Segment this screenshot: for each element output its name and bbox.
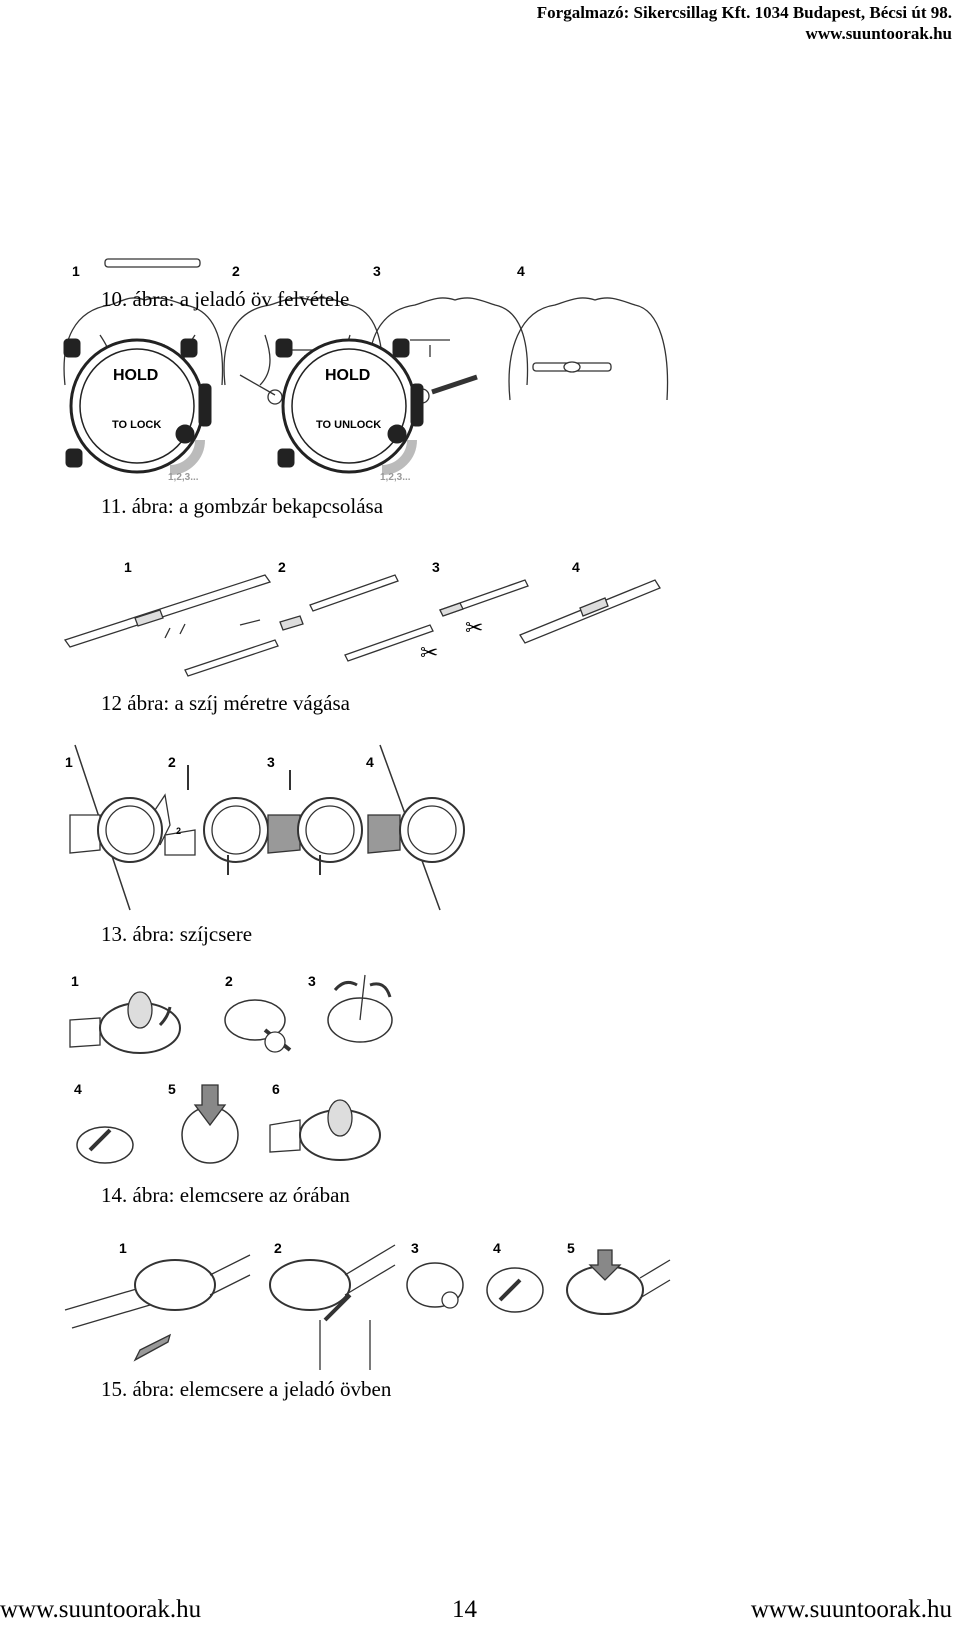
fig10-step-2: 2 <box>232 263 240 279</box>
fig12-step-4: 4 <box>572 559 580 575</box>
fig14-step-3: 3 <box>308 973 316 989</box>
header-website: www.suuntoorak.hu <box>805 24 952 43</box>
distributor-line: Forgalmazó: Sikercsillag Kft. 1034 Budap… <box>536 3 952 22</box>
battery-step-3 <box>327 974 393 1043</box>
svg-text:✂: ✂ <box>420 640 438 665</box>
footer-website-left: www.suuntoorak.hu <box>0 1596 202 1623</box>
fig15-step-4: 4 <box>493 1240 501 1256</box>
fig12-step-1: 1 <box>124 559 132 575</box>
transmitter-step-2 <box>269 1244 396 1370</box>
figure-12-caption: 12 ábra: a szíj méretre vágása <box>101 691 350 715</box>
fig10-step-1: 1 <box>72 263 80 279</box>
battery-step-4 <box>76 1126 134 1164</box>
fig14-step-5: 5 <box>168 1081 176 1097</box>
watch-unlock-line1: HOLD <box>325 367 371 384</box>
fig15-step-1: 1 <box>119 1240 127 1256</box>
watch-lock-line1: HOLD <box>113 367 159 384</box>
fig14-step-2: 2 <box>225 973 233 989</box>
transmitter-step-3 <box>406 1262 464 1309</box>
strap-swap-1 <box>69 744 171 911</box>
watch-unlock <box>275 338 424 475</box>
fig13-step-2: 2 <box>168 754 176 770</box>
page-header: Forgalmazó: Sikercsillag Kft. 1034 Budap… <box>537 2 952 44</box>
strap-step-3: ✂ ✂ <box>344 579 529 665</box>
battery-step-2 <box>224 999 292 1053</box>
watch-lock-line2: TO LOCK <box>112 419 162 431</box>
strap-swap-2 <box>164 765 269 875</box>
figure-14-caption: 14. ábra: elemcsere az órában <box>101 1183 350 1207</box>
figure-11-illustration <box>63 338 424 475</box>
watch-lock <box>63 338 212 475</box>
figure-15-illustration <box>64 1244 671 1370</box>
transmitter-step-5 <box>566 1249 671 1315</box>
page-number: 14 <box>452 1596 477 1623</box>
battery-step-6 <box>269 1099 381 1161</box>
figure-12-illustration: ✂ ✂ <box>63 574 661 677</box>
figure-10-caption: 10. ábra: a jeladó öv felvétele <box>101 287 350 311</box>
transmitter-step-4 <box>486 1267 544 1313</box>
footer-website-right: www.suuntoorak.hu <box>750 1596 952 1623</box>
watch-lock-count: 1,2,3... <box>168 472 199 483</box>
watch-unlock-count: 1,2,3... <box>380 472 411 483</box>
fig13-step-4: 4 <box>366 754 374 770</box>
fig15-step-2: 2 <box>274 1240 282 1256</box>
figure-15-caption: 15. ábra: elemcsere a jeladó övben <box>101 1377 392 1401</box>
fig10-step-4: 4 <box>517 263 525 279</box>
svg-text:✂: ✂ <box>465 615 483 640</box>
fig10-step-3: 3 <box>373 263 381 279</box>
torso-4 <box>508 297 669 401</box>
fig12-step-2: 2 <box>278 559 286 575</box>
fig12-step-3: 3 <box>432 559 440 575</box>
fig13-inset-label: 2 <box>176 826 182 836</box>
battery-step-1 <box>69 991 181 1054</box>
fig14-step-4: 4 <box>74 1081 82 1097</box>
watch-unlock-line2: TO UNLOCK <box>316 419 382 431</box>
strap-swap-4 <box>367 744 465 911</box>
strap-step-1 <box>63 574 272 648</box>
fig14-step-6: 6 <box>272 1081 280 1097</box>
fig13-step-1: 1 <box>65 754 73 770</box>
fig15-step-5: 5 <box>567 1240 575 1256</box>
battery-step-5 <box>181 1084 239 1164</box>
figure-14-illustration <box>69 974 393 1164</box>
strap-step-4 <box>519 579 661 644</box>
strap-step-2 <box>184 574 399 677</box>
figure-13-caption: 13. ábra: szíjcsere <box>101 922 253 946</box>
fig13-step-3: 3 <box>267 754 275 770</box>
transmitter-step-1 <box>64 1254 251 1362</box>
figure-11-caption: 11. ábra: a gombzár bekapcsolása <box>101 494 384 518</box>
figure-13-illustration <box>69 744 465 911</box>
fig15-step-3: 3 <box>411 1240 419 1256</box>
fig14-step-1: 1 <box>71 973 79 989</box>
strap-swap-3 <box>267 770 363 875</box>
